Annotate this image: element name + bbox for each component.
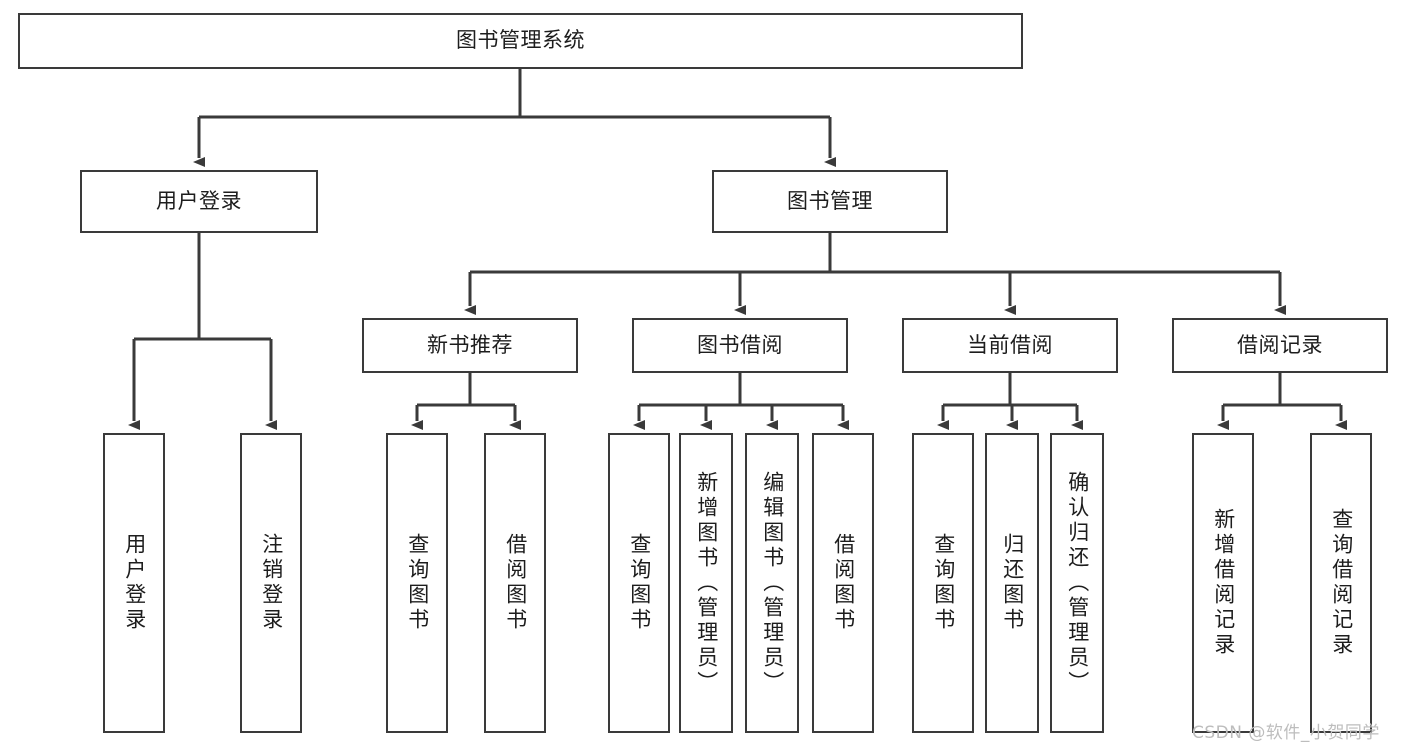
node-root[interactable]: 图书管理系统 [18, 13, 1023, 69]
node-leaf-query-book-3-label: 查询图书 [931, 533, 956, 633]
node-leaf-borrow-book-1[interactable]: 借阅图书 [484, 433, 546, 733]
node-leaf-borrow-book-2[interactable]: 借阅图书 [812, 433, 874, 733]
node-leaf-user-login[interactable]: 用户登录 [103, 433, 165, 733]
node-leaf-return-book-label: 归还图书 [1000, 533, 1025, 633]
node-leaf-user-logout[interactable]: 注销登录 [240, 433, 302, 733]
node-book-management[interactable]: 图书管理 [712, 170, 948, 233]
node-leaf-query-borrow-record[interactable]: 查询借阅记录 [1310, 433, 1372, 733]
node-leaf-query-book-2-label: 查询图书 [627, 533, 652, 633]
node-leaf-add-book-admin[interactable]: 新增图书（管理员） [679, 433, 733, 733]
node-leaf-confirm-return-admin[interactable]: 确认归还（管理员） [1050, 433, 1104, 733]
node-leaf-add-borrow-record[interactable]: 新增借阅记录 [1192, 433, 1254, 733]
node-user-login-label: 用户登录 [156, 188, 242, 213]
csdn-watermark: CSDN @软件_小贺同学 [1192, 723, 1380, 743]
node-leaf-add-borrow-record-label: 新增借阅记录 [1211, 508, 1236, 658]
node-new-book-recommend-label: 新书推荐 [427, 332, 513, 357]
node-leaf-user-logout-label: 注销登录 [259, 533, 284, 633]
node-leaf-query-book-2[interactable]: 查询图书 [608, 433, 670, 733]
node-new-book-recommend[interactable]: 新书推荐 [362, 318, 578, 373]
node-leaf-query-book-1[interactable]: 查询图书 [386, 433, 448, 733]
node-current-borrow-label: 当前借阅 [967, 332, 1053, 357]
node-user-login[interactable]: 用户登录 [80, 170, 318, 233]
node-book-borrow-label: 图书借阅 [697, 332, 783, 357]
node-leaf-query-book-3[interactable]: 查询图书 [912, 433, 974, 733]
node-leaf-add-book-admin-label: 新增图书（管理员） [694, 470, 719, 696]
node-leaf-user-login-label: 用户登录 [122, 533, 147, 633]
node-current-borrow[interactable]: 当前借阅 [902, 318, 1118, 373]
node-borrow-record-label: 借阅记录 [1237, 332, 1323, 357]
node-book-borrow[interactable]: 图书借阅 [632, 318, 848, 373]
node-leaf-return-book[interactable]: 归还图书 [985, 433, 1039, 733]
node-leaf-query-book-1-label: 查询图书 [405, 533, 430, 633]
node-borrow-record[interactable]: 借阅记录 [1172, 318, 1388, 373]
node-leaf-query-borrow-record-label: 查询借阅记录 [1329, 508, 1354, 658]
node-leaf-edit-book-admin[interactable]: 编辑图书（管理员） [745, 433, 799, 733]
node-leaf-confirm-return-admin-label: 确认归还（管理员） [1065, 470, 1090, 696]
node-leaf-borrow-book-1-label: 借阅图书 [503, 533, 528, 633]
node-leaf-edit-book-admin-label: 编辑图书（管理员） [760, 470, 785, 696]
node-book-management-label: 图书管理 [787, 188, 873, 213]
node-root-label: 图书管理系统 [456, 28, 585, 53]
node-leaf-borrow-book-2-label: 借阅图书 [831, 533, 856, 633]
